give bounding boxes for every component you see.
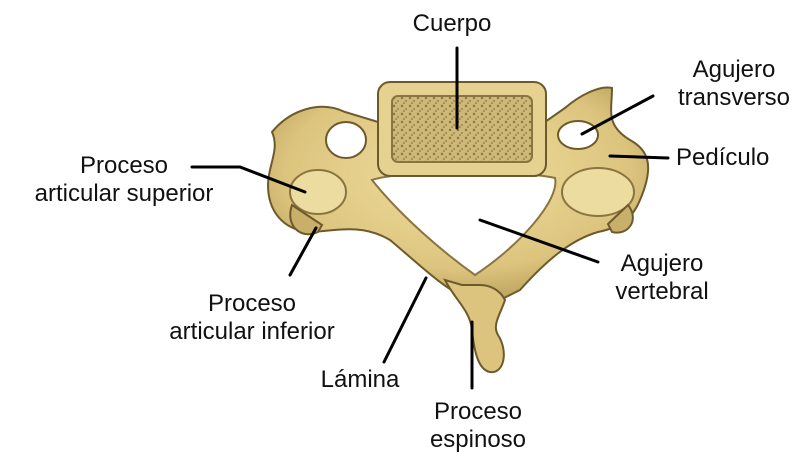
right-transverse-foramen: [558, 121, 598, 149]
spinous-process: [445, 280, 505, 372]
leader-line-lamina: [384, 278, 426, 362]
label-proceso-articular-inferior: Proceso articular inferior: [169, 290, 334, 346]
label-agujero-vertebral: Agujero vertebral: [615, 250, 708, 306]
label-proceso-espinoso: Proceso espinoso: [430, 398, 526, 454]
leader-line-proceso-articular-inferior: [290, 228, 316, 275]
label-agujero-transverso: Agujero transverso: [678, 56, 790, 112]
leader-line-pediculo: [610, 156, 668, 158]
label-cuerpo: Cuerpo: [413, 10, 492, 38]
left-superior-articular-facet: [290, 170, 346, 214]
label-proceso-articular-superior: Proceso articular superior: [35, 152, 214, 208]
label-pediculo: Pedículo: [676, 144, 769, 172]
vertebral-body: [378, 82, 546, 176]
label-lamina: Lámina: [321, 366, 400, 394]
left-transverse-foramen: [326, 122, 366, 158]
